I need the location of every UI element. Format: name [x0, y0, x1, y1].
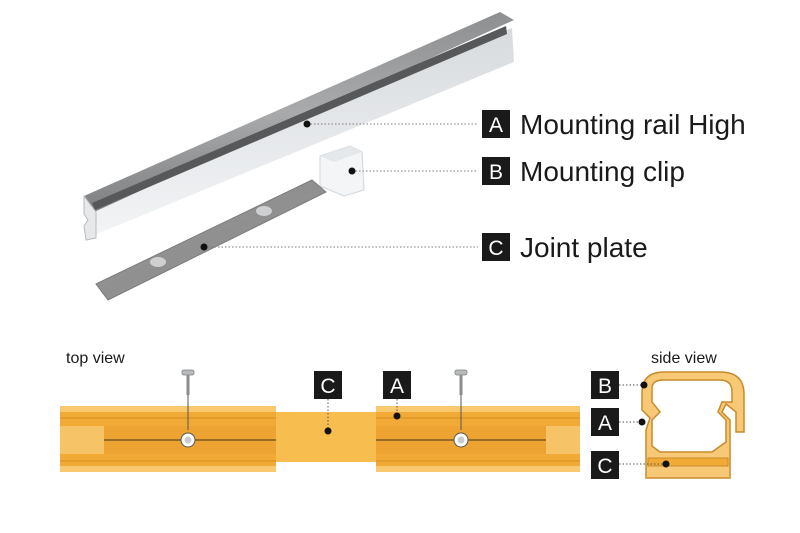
callout-b-letter: B [489, 161, 503, 184]
side-view-badge-c-letter: C [597, 455, 612, 478]
photo-leaders [200, 120, 478, 251]
callout-b: B Mounting clip [482, 156, 685, 187]
side-view-label: side view [651, 350, 717, 367]
dot-icon [348, 167, 356, 175]
top-rail-left [60, 406, 276, 472]
callout-c-label: Joint plate [520, 232, 648, 263]
dot-icon [303, 120, 311, 128]
top-view-badge-a-letter: A [390, 375, 404, 398]
callout-c: C Joint plate [482, 232, 648, 263]
callout-c-letter: C [488, 237, 503, 260]
callout-a-label: Mounting rail High [520, 109, 746, 140]
top-view-badge-c [314, 371, 342, 399]
clip-product-image [319, 145, 365, 197]
side-view-badge-a [591, 408, 619, 436]
screw-icon [180, 369, 196, 448]
joint-plate-product-image [95, 179, 327, 301]
rail-end-profile [83, 194, 97, 241]
side-view-badge-a-letter: A [598, 412, 612, 435]
dot-icon [638, 418, 646, 426]
rail-product-image [83, 12, 514, 241]
callout-a-badge [482, 110, 510, 138]
joint-plate-hole-right [256, 206, 272, 216]
joint-plate-hole-left [150, 257, 166, 267]
dot-icon [640, 381, 648, 389]
dot-icon [662, 460, 670, 468]
top-rail-right [376, 406, 580, 472]
dot-icon [393, 412, 401, 420]
dot-icon [200, 243, 208, 251]
side-joint-plate-slot [647, 457, 729, 467]
top-joint-plate [272, 412, 380, 462]
side-view-badge-b-letter: B [598, 375, 612, 398]
callout-b-badge [482, 157, 510, 185]
clip-top [320, 146, 362, 162]
side-view-badge-b [591, 371, 619, 399]
callout-c-badge [482, 233, 510, 261]
top-view-label: top view [66, 350, 125, 367]
callout-a-letter: A [489, 114, 503, 137]
callout-b-label: Mounting clip [520, 156, 685, 187]
dot-icon [324, 427, 332, 435]
side-view-diagram: B A C [591, 371, 745, 479]
side-rail-cavity [651, 379, 733, 453]
rail-side-face [84, 28, 514, 236]
top-view-badge-a [383, 371, 411, 399]
screw-icon [453, 369, 469, 448]
top-view-diagram: C A [60, 369, 580, 472]
callout-a: A Mounting rail High [482, 109, 746, 140]
side-view-badge-c [591, 451, 619, 479]
rail-groove [92, 26, 507, 210]
top-view-badge-c-letter: C [320, 375, 335, 398]
